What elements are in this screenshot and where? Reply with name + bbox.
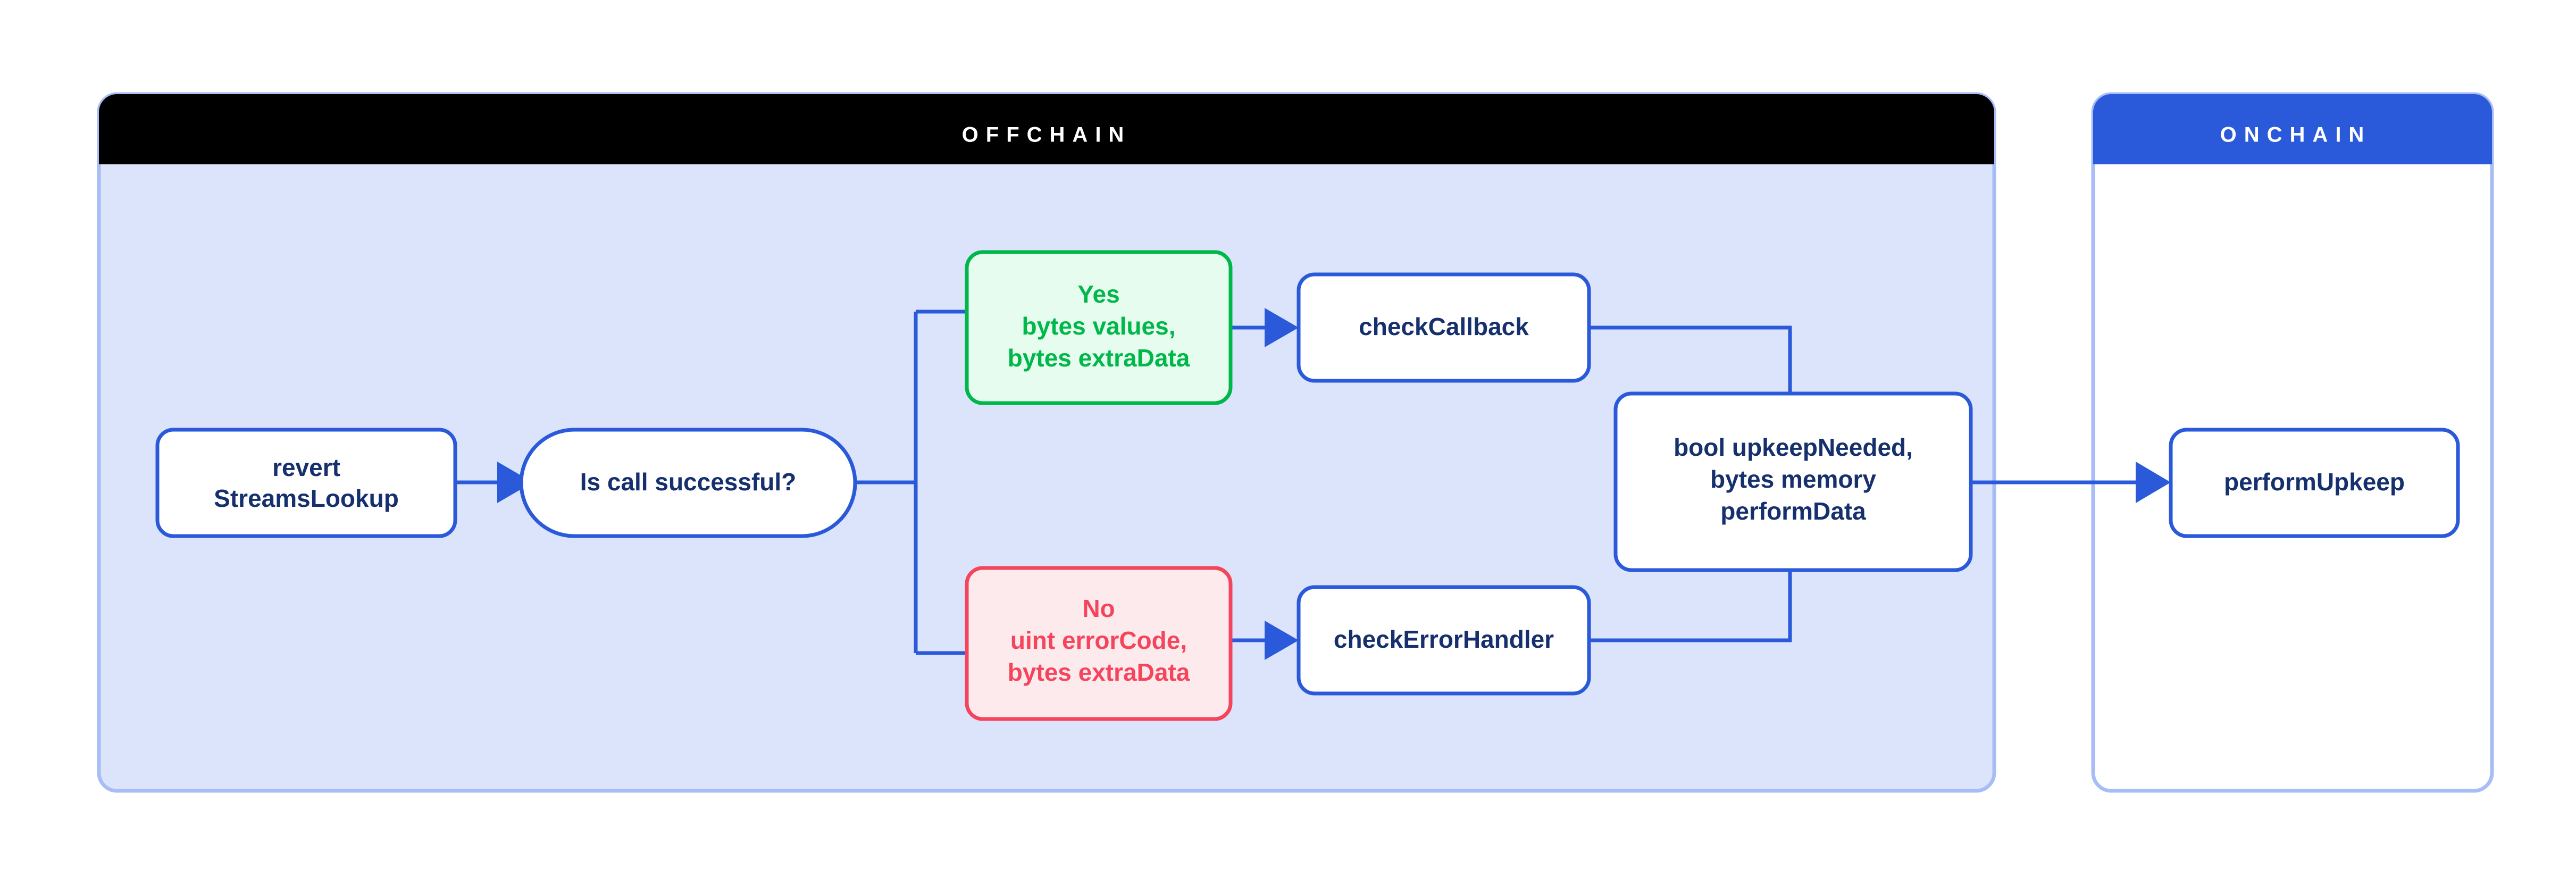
node-revert-streamslookup[interactable]: revert StreamsLookup — [155, 428, 457, 538]
node-check-callback-shape[interactable] — [1297, 272, 1591, 383]
node-no-branch-line-1: No — [1082, 595, 1115, 622]
node-no-branch-line-3: bytes extraData — [1008, 658, 1190, 686]
offchain-panel-header — [99, 94, 1994, 164]
onchain-panel-header — [2093, 94, 2492, 164]
edge-checkcallback-to-upkeep — [1589, 325, 1792, 394]
node-check-callback-label: checkCallback — [1359, 313, 1529, 340]
node-no-branch-shape[interactable] — [965, 566, 1233, 721]
node-yes-branch-line-1: Yes — [1077, 280, 1119, 308]
node-yes-branch-line-3: bytes extraData — [1008, 344, 1190, 372]
node-check-error-handler-label: checkErrorHandler — [1334, 625, 1554, 653]
arrow-head-no-to-checkerrorhandler — [1265, 621, 1299, 660]
edge-checkerrorhandler-to-upkeep — [1589, 570, 1792, 642]
node-check-error-handler-shape[interactable] — [1297, 585, 1591, 696]
node-revert-streamslookup-shape[interactable] — [155, 428, 457, 538]
node-check-callback[interactable]: checkCallback — [1297, 272, 1591, 383]
node-is-call-successful-shape[interactable] — [519, 428, 857, 538]
node-revert-streamslookup-line-1: revert — [272, 454, 340, 481]
node-perform-upkeep-label: performUpkeep — [2224, 468, 2405, 496]
node-no-branch[interactable]: No uint errorCode, bytes extraData — [965, 566, 1233, 721]
node-check-error-handler[interactable]: checkErrorHandler — [1297, 585, 1591, 696]
connector-layer — [455, 308, 2171, 660]
node-yes-branch-line-2: bytes values, — [1022, 312, 1176, 340]
node-yes-branch-shape[interactable] — [965, 250, 1233, 405]
arrow-head-revert-to-decision — [497, 462, 533, 503]
node-is-call-successful[interactable]: Is call successful? — [519, 428, 857, 538]
node-upkeep-result[interactable]: bool upkeepNeeded, bytes memory performD… — [1613, 391, 1973, 572]
node-yes-branch[interactable]: Yes bytes values, bytes extraData — [965, 250, 1233, 405]
arrow-head-upkeep-to-performupkeep — [2136, 462, 2171, 503]
node-upkeep-result-shape[interactable] — [1613, 391, 1973, 572]
node-perform-upkeep-shape[interactable] — [2169, 428, 2460, 538]
onchain-panel-title: ONCHAIN — [2220, 123, 2372, 147]
node-upkeep-result-line-1: bool upkeepNeeded, — [1674, 433, 1913, 461]
node-perform-upkeep[interactable]: performUpkeep — [2169, 428, 2460, 538]
node-upkeep-result-line-3: performData — [1720, 497, 1866, 525]
node-is-call-successful-label: Is call successful? — [580, 468, 797, 496]
node-no-branch-line-2: uint errorCode, — [1010, 626, 1187, 654]
arrow-head-yes-to-checkcallback — [1265, 308, 1299, 347]
node-upkeep-result-line-2: bytes memory — [1710, 465, 1876, 493]
node-revert-streamslookup-line-2: StreamsLookup — [214, 484, 399, 512]
offchain-panel-title: OFFCHAIN — [962, 123, 1132, 147]
